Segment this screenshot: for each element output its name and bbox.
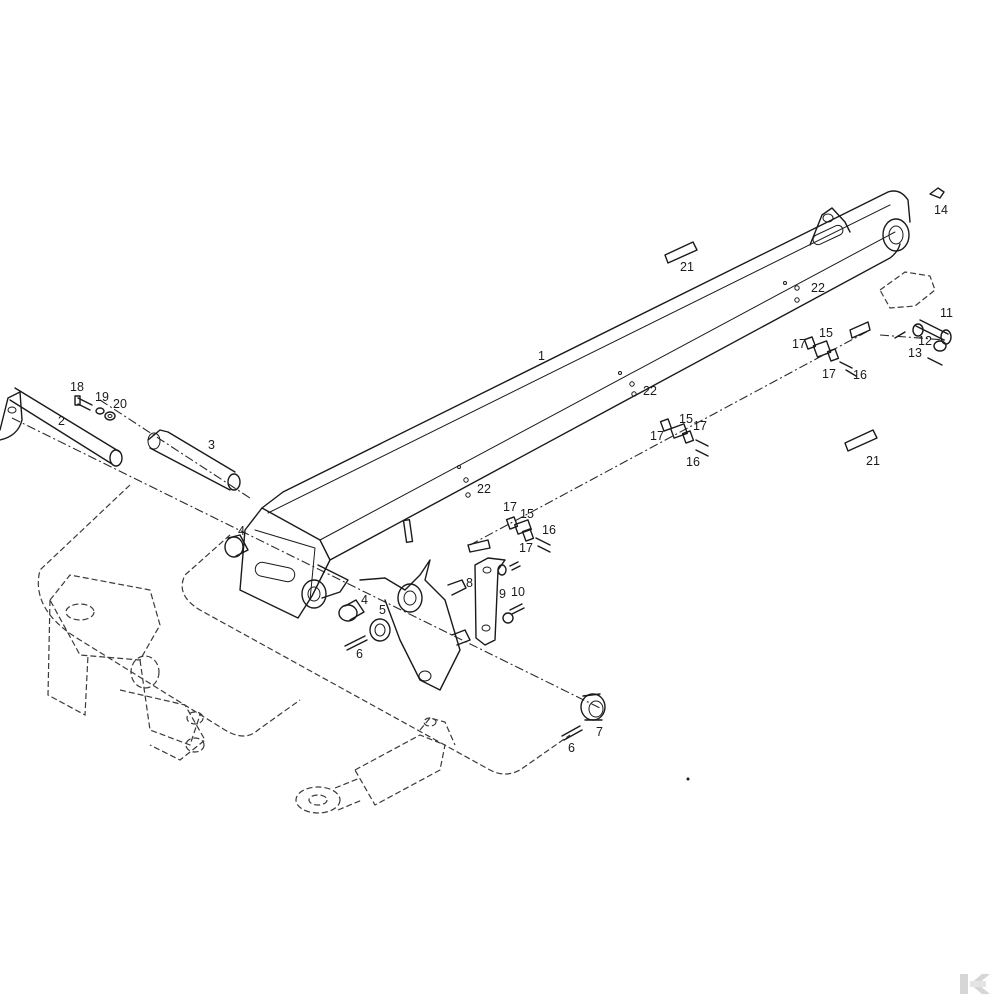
- callout-22a: 22: [811, 281, 825, 295]
- callout-labels: 1 2 3 4 4 5 6 6 7 8 9 10 11 12 13 14 15 …: [58, 203, 953, 755]
- callout-2: 2: [58, 414, 65, 428]
- callout-1: 1: [538, 349, 545, 363]
- callout-20: 20: [113, 397, 127, 411]
- callout-17e: 17: [503, 500, 517, 514]
- part-4-bushings: [224, 534, 365, 622]
- callout-11: 11: [940, 306, 953, 320]
- callout-15c: 15: [520, 507, 534, 521]
- callout-4b: 4: [361, 593, 368, 607]
- callout-15a: 15: [819, 326, 833, 340]
- callout-9: 9: [499, 587, 506, 601]
- center-lines: [11, 329, 946, 709]
- part-8-link-plate: [474, 557, 506, 646]
- phantom-mounting-plane: [37, 484, 571, 775]
- callout-17d: 17: [693, 419, 707, 433]
- rear-pin-assembly: [879, 187, 952, 366]
- callout-4a: 4: [238, 524, 245, 538]
- callout-16c: 16: [542, 523, 556, 537]
- part-7-collar: [580, 693, 606, 721]
- callout-10: 10: [511, 585, 525, 599]
- callout-18: 18: [70, 380, 84, 394]
- callout-17c: 17: [650, 429, 664, 443]
- callout-5: 5: [379, 603, 386, 617]
- clamp-group-lower: [467, 516, 551, 553]
- callout-17b: 17: [822, 367, 836, 381]
- callout-19: 19: [95, 390, 109, 404]
- part-3-short-pin: [147, 429, 241, 491]
- callout-13: 13: [908, 346, 922, 360]
- callout-14: 14: [934, 203, 948, 217]
- callout-21b: 21: [866, 454, 880, 468]
- callout-22b: 22: [643, 384, 657, 398]
- parts-18-19-20-fasteners: [74, 395, 116, 421]
- clamp-group-middle: [659, 418, 709, 457]
- part-2-long-pin: [0, 387, 123, 467]
- stray-mark: [686, 777, 690, 781]
- part-5-ring: [369, 618, 391, 642]
- callout-6a: 6: [356, 647, 363, 661]
- callout-15b: 15: [679, 412, 693, 426]
- part-6-roll-pins: [344, 635, 583, 741]
- callout-17f: 17: [519, 541, 533, 555]
- callout-22c: 22: [477, 482, 491, 496]
- k-logo-icon: [960, 974, 990, 994]
- callout-8: 8: [466, 576, 473, 590]
- callout-16b: 16: [686, 455, 700, 469]
- parts-9-10-rings-pins: [497, 561, 525, 624]
- callout-21a: 21: [680, 260, 694, 274]
- callout-12: 12: [918, 334, 932, 348]
- callout-17a: 17: [792, 337, 806, 351]
- part-22-grease-nipples: [463, 285, 800, 498]
- callout-3: 3: [208, 438, 215, 452]
- main-boom-arm: [239, 190, 911, 619]
- clamp-group-upper: [803, 321, 871, 377]
- pivot-bracket: [359, 518, 471, 691]
- phantom-hitch-bracket: [47, 574, 206, 761]
- callout-16a: 16: [853, 368, 867, 382]
- callout-6b: 6: [568, 741, 575, 755]
- callout-7: 7: [596, 725, 603, 739]
- part-21-label-plates: [664, 241, 878, 452]
- phantom-hydraulic-cylinder: [295, 717, 456, 814]
